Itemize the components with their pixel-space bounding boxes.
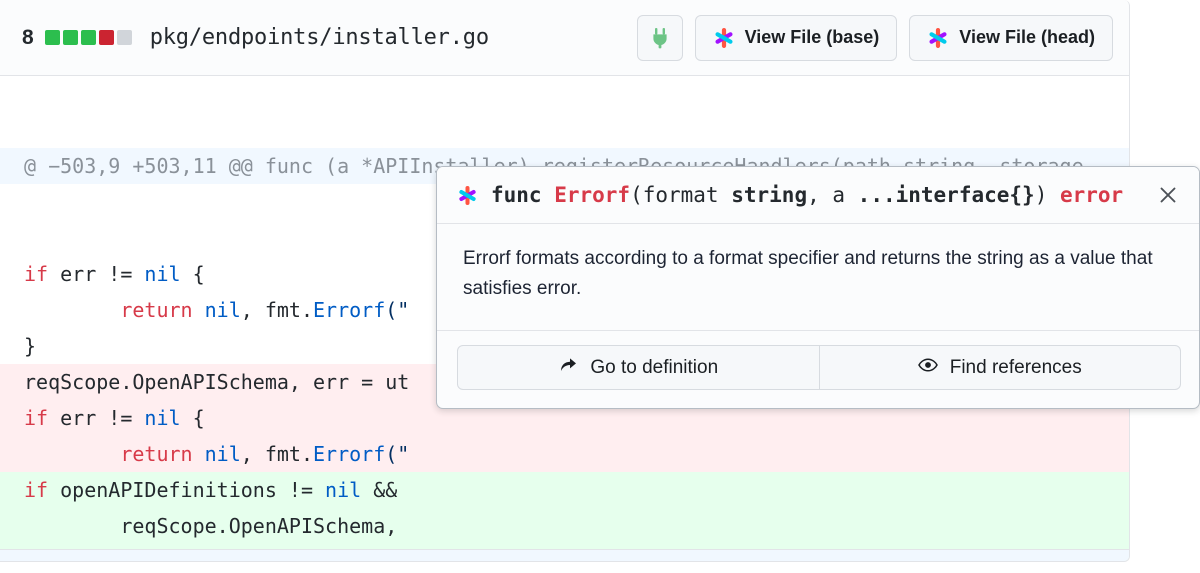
diffstat-square-del	[98, 30, 114, 45]
code-token	[193, 442, 205, 466]
signature-token: error	[1059, 183, 1124, 207]
view-file-head-label: View File (head)	[959, 27, 1095, 47]
diff-line-del: return nil, fmt.Errorf("	[0, 436, 1129, 472]
code-token: ("	[385, 298, 410, 322]
eye-icon	[917, 355, 938, 381]
go-to-definition-label: Go to definition	[590, 356, 719, 378]
sourcegraph-icon	[713, 27, 735, 49]
code-token: {	[180, 262, 205, 286]
code-token: Errorf	[313, 442, 386, 466]
signature-token: )	[1034, 183, 1060, 207]
diff-line-add: reqScope.OpenAPISchema,	[0, 508, 1129, 544]
signature-token: ...interface{}	[857, 183, 1035, 207]
view-file-base-label: View File (base)	[744, 27, 880, 47]
code-token: , fmt.	[240, 298, 313, 322]
code-token: nil	[144, 262, 181, 286]
sourcegraph-icon	[457, 185, 478, 206]
plug-toggle-button[interactable]	[636, 14, 683, 61]
view-file-base-button[interactable]: View File (base)	[694, 14, 898, 61]
code-token: , fmt.	[240, 442, 313, 466]
diffstat-squares	[44, 30, 132, 45]
changed-lines-count: 8	[22, 26, 34, 49]
code-token: return	[120, 442, 193, 466]
code-token	[193, 298, 205, 322]
popover-signature: func Errorf(format string, a ...interfac…	[491, 183, 1140, 207]
code-token	[24, 298, 120, 322]
code-token: if	[24, 478, 61, 502]
code-token: Errorf	[313, 298, 386, 322]
hover-popover: func Errorf(format string, a ...interfac…	[436, 166, 1200, 409]
code-token: if	[24, 262, 61, 286]
panel-bottom-strip	[0, 549, 1129, 561]
close-icon[interactable]	[1153, 180, 1183, 210]
diffstat-square-none	[116, 30, 132, 45]
signature-token: func	[491, 183, 555, 207]
find-references-button[interactable]: Find references	[819, 345, 1181, 390]
diffstat: 8	[22, 27, 132, 48]
code-token: err !=	[60, 406, 145, 430]
find-references-label: Find references	[949, 356, 1082, 378]
plug-icon	[650, 27, 670, 49]
code-token: nil	[325, 478, 362, 502]
popover-actions: Go to definition Find references	[437, 331, 1199, 408]
signature-token: Errorf	[554, 183, 631, 207]
code-token: if	[24, 406, 61, 430]
code-token: {	[180, 406, 205, 430]
code-token: openAPIDefinitions !=	[60, 478, 326, 502]
header-actions: View File (base) View File (head)	[636, 14, 1113, 61]
code-token: nil	[144, 406, 181, 430]
go-to-definition-button[interactable]: Go to definition	[457, 345, 820, 390]
diff-line-add: if openAPIDefinitions != nil &&	[0, 472, 1129, 508]
diffstat-square-add	[44, 30, 60, 45]
code-token: nil	[204, 442, 241, 466]
diffstat-square-add	[62, 30, 78, 45]
signature-token: , a	[807, 183, 858, 207]
code-token: &&	[361, 478, 398, 502]
diff-line-del: if err != nil {	[0, 400, 1129, 436]
code-token	[24, 442, 120, 466]
code-token: }	[24, 334, 37, 358]
file-header: 8 pkg/endpoints/installer.go	[0, 0, 1129, 76]
signature-token: string	[731, 183, 808, 207]
sourcegraph-icon	[927, 27, 949, 49]
code-token: reqScope.OpenAPISchema,	[24, 514, 398, 538]
file-path: pkg/endpoints/installer.go	[149, 25, 489, 50]
arrow-right-curve-icon	[558, 355, 578, 381]
popover-doc: Errorf formats according to a format spe…	[437, 224, 1199, 331]
signature-token: (format	[630, 183, 732, 207]
code-token: err !=	[60, 262, 145, 286]
view-file-head-button[interactable]: View File (head)	[909, 14, 1113, 61]
code-token: ("	[385, 442, 410, 466]
diffstat-square-add	[80, 30, 96, 45]
code-token: nil	[204, 298, 241, 322]
code-token: return	[120, 298, 193, 322]
code-token: reqScope.OpenAPISchema, err = ut	[24, 370, 410, 394]
popover-header: func Errorf(format string, a ...interfac…	[437, 167, 1199, 224]
